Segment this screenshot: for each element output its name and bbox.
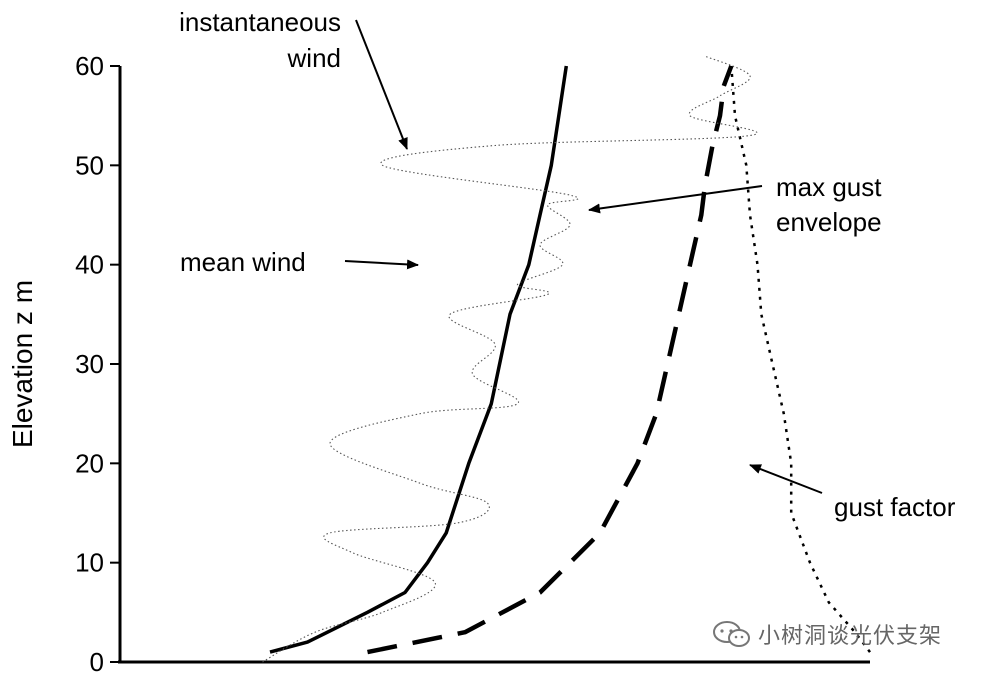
arrow-mean-wind [344, 259, 419, 270]
y-tick-label: 20 [75, 448, 104, 478]
wechat-icon [713, 621, 750, 647]
y-tick-label: 60 [75, 51, 104, 81]
watermark-text: 小树洞谈光伏支架 [758, 624, 943, 649]
y-tick-label: 50 [75, 150, 104, 180]
annotation-instantaneous-wind-line2: wind [287, 43, 341, 73]
annotation-max-gust-line2: envelope [776, 207, 882, 237]
annotation-mean-wind: mean wind [180, 247, 306, 277]
y-tick-label: 10 [75, 548, 104, 578]
annotation-gust-factor: gust factor [834, 492, 956, 522]
series-line-instantaneous-wind [262, 55, 758, 663]
series-layer [262, 55, 871, 663]
series-line-gust-factor [730, 65, 871, 653]
y-axis-label: Elevation z m [7, 280, 38, 448]
series-line-max-gust-envelope [367, 65, 734, 655]
arrow-instantaneous-wind [355, 19, 408, 150]
annotation-max-gust-line1: max gust [776, 172, 882, 202]
y-tick-label: 40 [75, 250, 104, 280]
watermark: 小树洞谈光伏支架 [712, 618, 942, 650]
y-tick-label: 0 [90, 647, 104, 677]
y-ticks: 0 10 20 30 40 50 60 [75, 51, 120, 677]
series-line-mean-wind [269, 65, 569, 654]
arrow-max-gust [588, 185, 763, 214]
arrow-gust-factor [749, 464, 823, 494]
annotation-instantaneous-wind-line1: instantaneous [179, 7, 341, 37]
y-tick-label: 30 [75, 349, 104, 379]
